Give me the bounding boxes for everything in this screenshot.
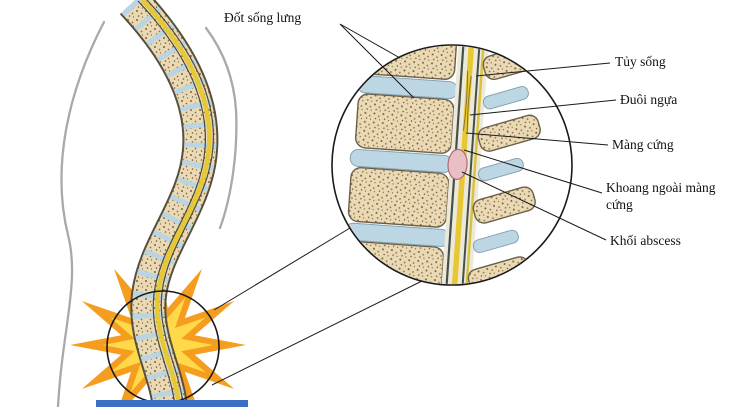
ligamentum-flavum (462, 46, 488, 284)
spinal-cord-side (140, 0, 212, 406)
body-outline (56, 20, 238, 407)
intervertebral-discs-side (121, 0, 217, 407)
dura-posterior (459, 46, 483, 284)
label-epidural-space: Khoang ngoài màng cứng (606, 180, 716, 212)
leader-lines (339, 23, 617, 241)
cauda-equina-strands (462, 70, 472, 132)
label-spinal-cord: Tủy sống (615, 54, 666, 69)
leader-dura (465, 132, 609, 146)
leader-cauda-equina (469, 99, 617, 116)
inset-content (344, 46, 546, 284)
leader-spinal-cord (475, 62, 611, 77)
spinal-column-side (119, 0, 219, 407)
intervertebral-discs (344, 75, 458, 247)
inset-circle-outline (331, 44, 573, 286)
label-dura-mater: Màng cứng (612, 137, 674, 152)
bottom-blue-strip (96, 400, 248, 407)
leader-epidural-space (463, 149, 603, 194)
leader-lumbar-vertebrae (339, 23, 415, 99)
leader-abscess (461, 171, 607, 241)
label-cauda-equina: Đuôi ngựa (620, 92, 678, 107)
label-abscess: Khối abscess (610, 233, 681, 248)
label-lumbar-vertebrae: Đốt sống lưng (224, 10, 302, 25)
magnifier-connector-lines (211, 227, 429, 386)
